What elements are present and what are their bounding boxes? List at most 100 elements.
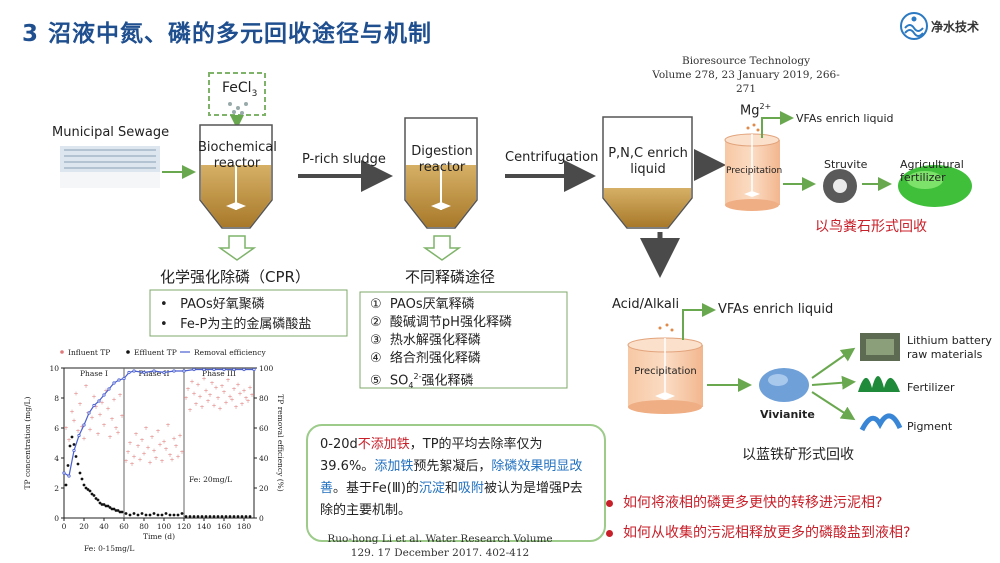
influent-point: + <box>219 383 224 390</box>
legend-marker-influent <box>60 350 64 354</box>
pigment-label: Pigment <box>907 420 953 433</box>
removal-point <box>107 387 111 391</box>
pigment-image <box>859 413 903 432</box>
chart-frame <box>63 367 255 519</box>
fertilizer-label: Fertilizer <box>907 381 955 394</box>
effluent-point <box>94 497 98 500</box>
influent-point: + <box>163 446 168 453</box>
removal-point <box>127 370 131 375</box>
effluent-point <box>118 510 122 514</box>
effluent-point <box>168 513 172 517</box>
effluent-point <box>84 486 88 490</box>
ref-top-line1: Bioresource Technology <box>681 55 810 67</box>
effluent-point <box>106 504 110 508</box>
cpr-item: • Fe-P为主的金属磷酸盐 <box>160 317 312 332</box>
centrifugation-label: Centrifugation <box>505 150 599 165</box>
influent-point: + <box>225 377 230 384</box>
influent-point: + <box>191 391 196 398</box>
influent-point: + <box>215 395 220 402</box>
effluent-point <box>124 512 128 515</box>
removal-point <box>212 367 216 372</box>
effluent-point <box>66 464 70 467</box>
influent-point: + <box>201 376 206 383</box>
influent-point: + <box>107 434 112 441</box>
influent-point: + <box>179 449 184 456</box>
removal-point <box>72 448 76 453</box>
removal-point <box>152 369 156 373</box>
effluent-point <box>86 488 90 491</box>
removal-point <box>92 403 96 408</box>
influent-point: + <box>227 394 232 401</box>
effluent-point <box>148 513 152 517</box>
x-axis-label: Time (d) <box>143 532 175 541</box>
influent-point: + <box>243 395 248 402</box>
influent-point: + <box>133 431 138 438</box>
legend-entry: Removal efficiency <box>194 348 266 357</box>
influent-point: + <box>213 385 218 392</box>
removal-point <box>77 433 81 438</box>
effluent-point <box>116 509 120 512</box>
effluent-point <box>244 515 248 518</box>
effluent-point <box>164 512 168 515</box>
cpr-box <box>149 289 348 337</box>
influent-point: + <box>161 439 166 446</box>
struvite-label: Struvite <box>824 158 868 171</box>
influent-point: + <box>63 425 68 432</box>
removal-point <box>142 370 146 375</box>
release-item: ② 酸碱调节pH强化释磷 <box>370 315 512 330</box>
influent-point: + <box>187 407 192 414</box>
removal-point <box>162 370 166 375</box>
y2-tick-label: 40 <box>259 454 269 463</box>
effluent-point <box>92 494 96 497</box>
effluent-point <box>88 489 92 493</box>
effluent-point <box>196 515 200 518</box>
effluent-point <box>216 515 220 518</box>
influent-point: + <box>185 386 190 393</box>
effluent-point <box>110 507 114 511</box>
question-2: 如何从收集的污泥相释放更多的磷酸盐到液相? <box>606 522 910 542</box>
removal-point <box>112 381 116 385</box>
influent-point: + <box>66 437 71 444</box>
effluent-point <box>208 515 212 518</box>
effluent-point <box>224 515 228 518</box>
fecl3-label: FeCl3 <box>222 80 258 99</box>
removal-point <box>97 399 101 403</box>
vivianite-label: Vivianite <box>760 408 815 421</box>
effluent-point <box>192 515 196 518</box>
y-tick-label: 6 <box>54 424 59 433</box>
effluent-point <box>212 515 216 518</box>
influent-point: + <box>197 394 202 401</box>
removal-point <box>232 367 236 372</box>
influent-point: + <box>101 422 106 429</box>
x-tick-label: 140 <box>197 522 212 531</box>
influent-point: + <box>157 442 162 449</box>
influent-point: + <box>177 433 182 440</box>
removal-point <box>82 423 86 427</box>
influent-point: + <box>175 454 180 461</box>
y2-tick-label: 60 <box>259 424 269 433</box>
x-tick-label: 120 <box>177 522 192 531</box>
x-tick-label: 80 <box>139 522 149 531</box>
influent-point: + <box>217 406 222 413</box>
effluent-point <box>68 444 72 448</box>
influent-point: + <box>139 437 144 444</box>
release-item: ① PAOs厌氧释磷 <box>370 297 475 312</box>
influent-point: + <box>247 385 252 392</box>
effluent-point <box>140 512 144 515</box>
effluent-point <box>72 443 76 446</box>
removal-point <box>222 367 226 372</box>
removal-point <box>182 369 186 373</box>
effluent-point <box>80 477 84 481</box>
influent-point: + <box>135 443 140 450</box>
effluent-point <box>96 498 100 502</box>
influent-point: + <box>151 448 156 455</box>
influent-point: + <box>127 440 132 447</box>
y-tick-label: 2 <box>54 484 59 493</box>
x-tick-label: 40 <box>99 522 109 531</box>
effluent-point <box>232 515 236 518</box>
influent-point: + <box>81 436 86 443</box>
influent-point: + <box>237 391 242 398</box>
removal-point <box>87 411 91 415</box>
